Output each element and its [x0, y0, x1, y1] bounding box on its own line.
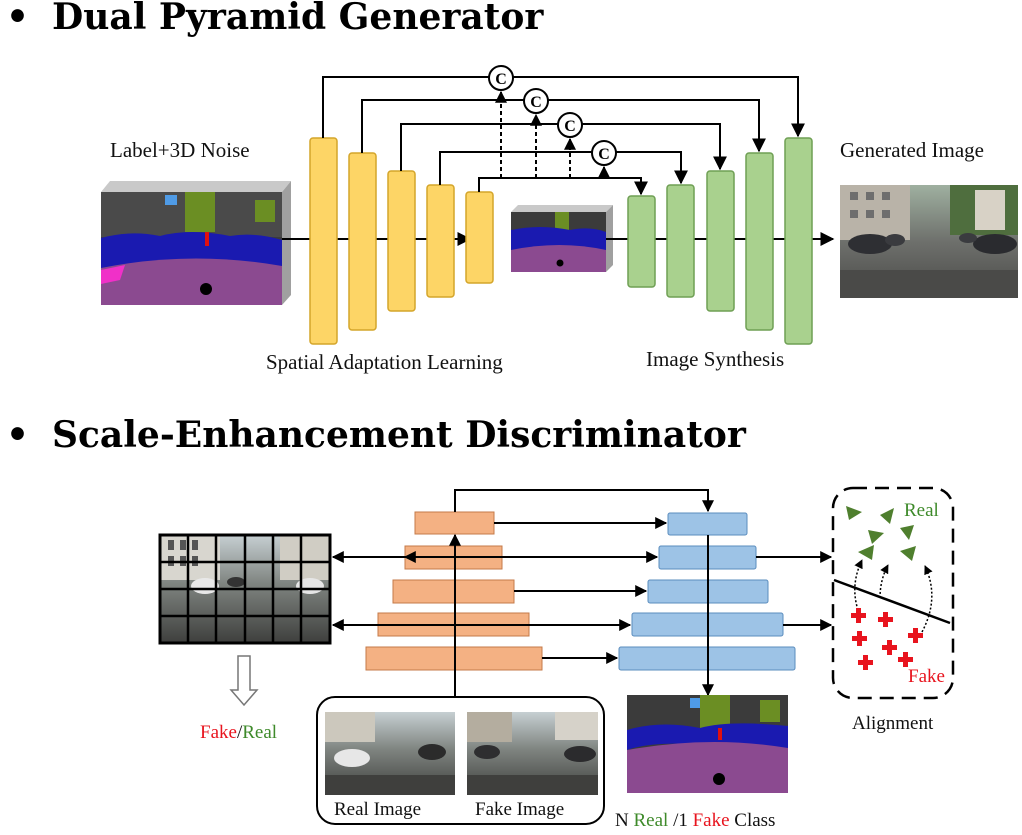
svg-text:C: C — [564, 118, 576, 135]
encoder-block-3 — [387, 170, 416, 312]
encoder-block-1 — [309, 137, 338, 345]
disc-encoder-bars — [365, 511, 543, 671]
encoder-blocks — [309, 137, 494, 345]
fake-cross-markers — [851, 608, 923, 670]
section-title-generator: • Dual Pyramid Generator — [0, 0, 543, 38]
hollow-down-arrow-icon — [229, 655, 259, 707]
decoder-block-2 — [666, 184, 695, 298]
disc-arrows — [331, 489, 833, 697]
real-cluster-label: Real — [904, 500, 939, 521]
patch-grid-image — [158, 533, 332, 645]
real-triangle-markers — [846, 506, 916, 561]
concat-icon: C — [523, 88, 549, 114]
input-label-map — [101, 181, 291, 305]
real-image-label: Real Image — [334, 799, 422, 820]
output-label: Generated Image — [840, 138, 984, 162]
encoder-block-5 — [465, 191, 494, 284]
disc-encoder-bar-1 — [414, 511, 495, 535]
svg-text:C: C — [598, 146, 610, 163]
fake-image-thumb — [467, 712, 598, 795]
decoder-block-3 — [706, 170, 735, 312]
decoder-label: Image Synthesis — [646, 347, 785, 371]
concat-nodes: C C C C — [488, 65, 617, 166]
discriminator-title: Scale-Enhancement Discriminator — [52, 414, 746, 456]
generated-image — [840, 185, 1018, 298]
decoder-block-5 — [784, 137, 813, 345]
concat-icon: C — [591, 140, 617, 166]
fake-image-label: Fake Image — [475, 799, 565, 820]
encoder-block-4 — [426, 184, 455, 298]
decoder-block-1 — [627, 195, 656, 288]
encoder-block-2 — [348, 152, 377, 331]
noise-injection-lines — [495, 90, 610, 178]
class-segmentation-map — [627, 695, 788, 793]
decoder-blocks — [627, 137, 813, 345]
decoder-block-4 — [745, 152, 774, 331]
input-label: Label+3D Noise — [110, 138, 250, 162]
bullet: • — [6, 414, 30, 456]
svg-text:C: C — [495, 71, 507, 88]
intermediate-label-map — [511, 205, 613, 272]
alignment-label: Alignment — [852, 713, 934, 734]
class-label: N Real /1 Fake Class — [615, 810, 776, 831]
fake-real-label: Fake/Real — [200, 722, 278, 743]
concat-icon: C — [557, 112, 583, 138]
encoder-label: Spatial Adaptation Learning — [266, 350, 503, 374]
bullet: • — [6, 0, 30, 38]
svg-text:C: C — [530, 94, 542, 111]
alignment-panel — [831, 486, 955, 700]
generator-title: Dual Pyramid Generator — [52, 0, 544, 38]
concat-icon: C — [488, 65, 514, 91]
section-title-discriminator: • Scale-Enhancement Discriminator — [0, 414, 746, 456]
disc-encoder-bar-3 — [392, 579, 515, 604]
disc-decoder-bar-1 — [667, 512, 748, 536]
fake-cluster-label: Fake — [908, 666, 945, 687]
real-fake-image-panel — [316, 696, 605, 825]
real-image-thumb — [325, 712, 455, 795]
